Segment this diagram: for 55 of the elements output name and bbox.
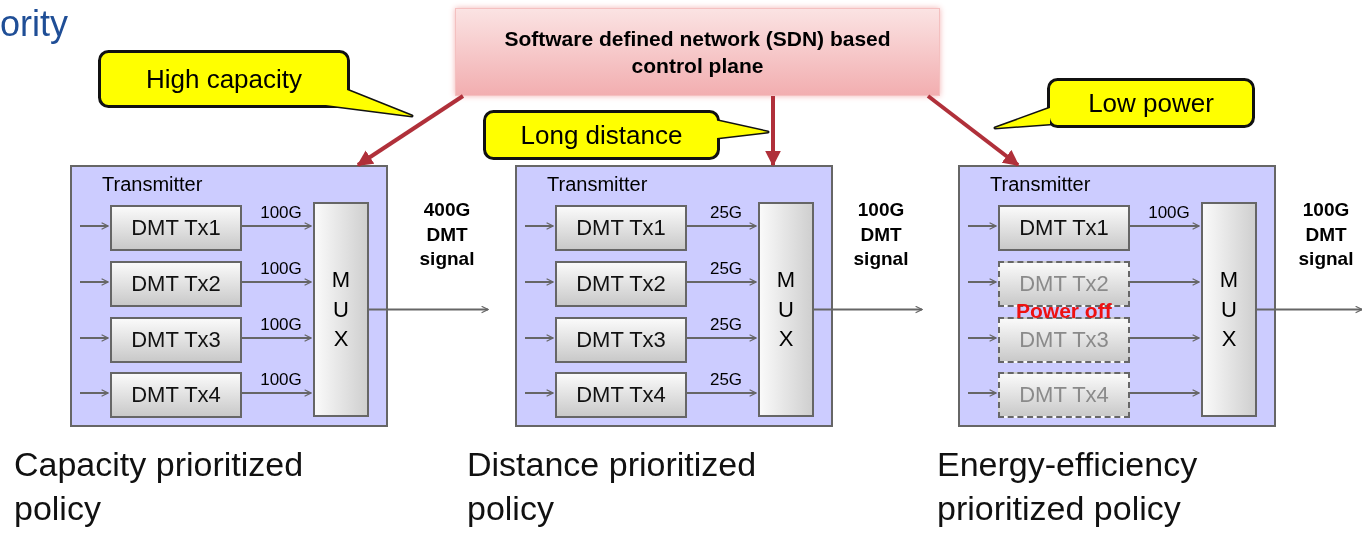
arrow	[684, 278, 757, 286]
arrow	[79, 334, 109, 342]
arrow	[1127, 334, 1200, 342]
transmitter-box: DMT Tx3	[110, 317, 242, 363]
arrow	[1127, 389, 1200, 397]
transmitter-box: DMT Tx4	[998, 372, 1130, 418]
arrow	[524, 334, 554, 342]
arrow	[79, 278, 109, 286]
arrow	[79, 222, 109, 230]
mux-box: M U X	[1201, 202, 1257, 417]
panel-heading: Transmitter	[547, 173, 648, 195]
transmitter-box: DMT Tx1	[998, 205, 1130, 251]
arrow	[967, 278, 997, 286]
signal-label: 100G DMT signal	[840, 198, 922, 318]
mux-box: M U X	[758, 202, 814, 417]
slide-title: ority	[0, 4, 68, 44]
arrow	[1254, 305, 1362, 314]
arrow	[684, 334, 757, 342]
signal-label: 400G DMT signal	[406, 198, 488, 318]
arrow	[967, 389, 997, 397]
transmitter-box: DMT Tx1	[110, 205, 242, 251]
policy-caption: Distance prioritized policy	[467, 444, 758, 530]
arrow	[811, 305, 923, 314]
panel-heading: Transmitter	[990, 173, 1091, 195]
arrow	[79, 389, 109, 397]
transmitter-box: DMT Tx3	[555, 317, 687, 363]
arrow	[239, 334, 312, 342]
arrow	[524, 389, 554, 397]
transmitter-box: DMT Tx2	[555, 261, 687, 307]
control-plane-banner: Software defined network (SDN) based control plane	[455, 8, 940, 96]
arrow	[1127, 222, 1200, 230]
transmitter-box: DMT Tx4	[555, 372, 687, 418]
transmitter-box: DMT Tx4	[110, 372, 242, 418]
arrow	[926, 94, 1020, 167]
arrow	[684, 222, 757, 230]
arrow	[967, 334, 997, 342]
arrow	[967, 222, 997, 230]
arrow	[356, 94, 465, 167]
arrow	[765, 96, 781, 167]
mux-box: M U X	[313, 202, 369, 417]
arrow	[366, 305, 489, 314]
arrow	[524, 222, 554, 230]
transmitter-box: DMT Tx3	[998, 317, 1130, 363]
arrow	[239, 389, 312, 397]
policy-caption: Energy-efficiency prioritized policy	[937, 444, 1199, 530]
arrow	[239, 278, 312, 286]
arrow	[1127, 278, 1200, 286]
policy-caption: Capacity prioritized policy	[14, 444, 305, 530]
transmitter-box: DMT Tx1	[555, 205, 687, 251]
arrow	[239, 222, 312, 230]
arrow	[684, 389, 757, 397]
arrow	[524, 278, 554, 286]
transmitter-box: DMT Tx2	[110, 261, 242, 307]
signal-label: 100G DMT signal	[1290, 198, 1362, 318]
panel-heading: Transmitter	[102, 173, 203, 195]
